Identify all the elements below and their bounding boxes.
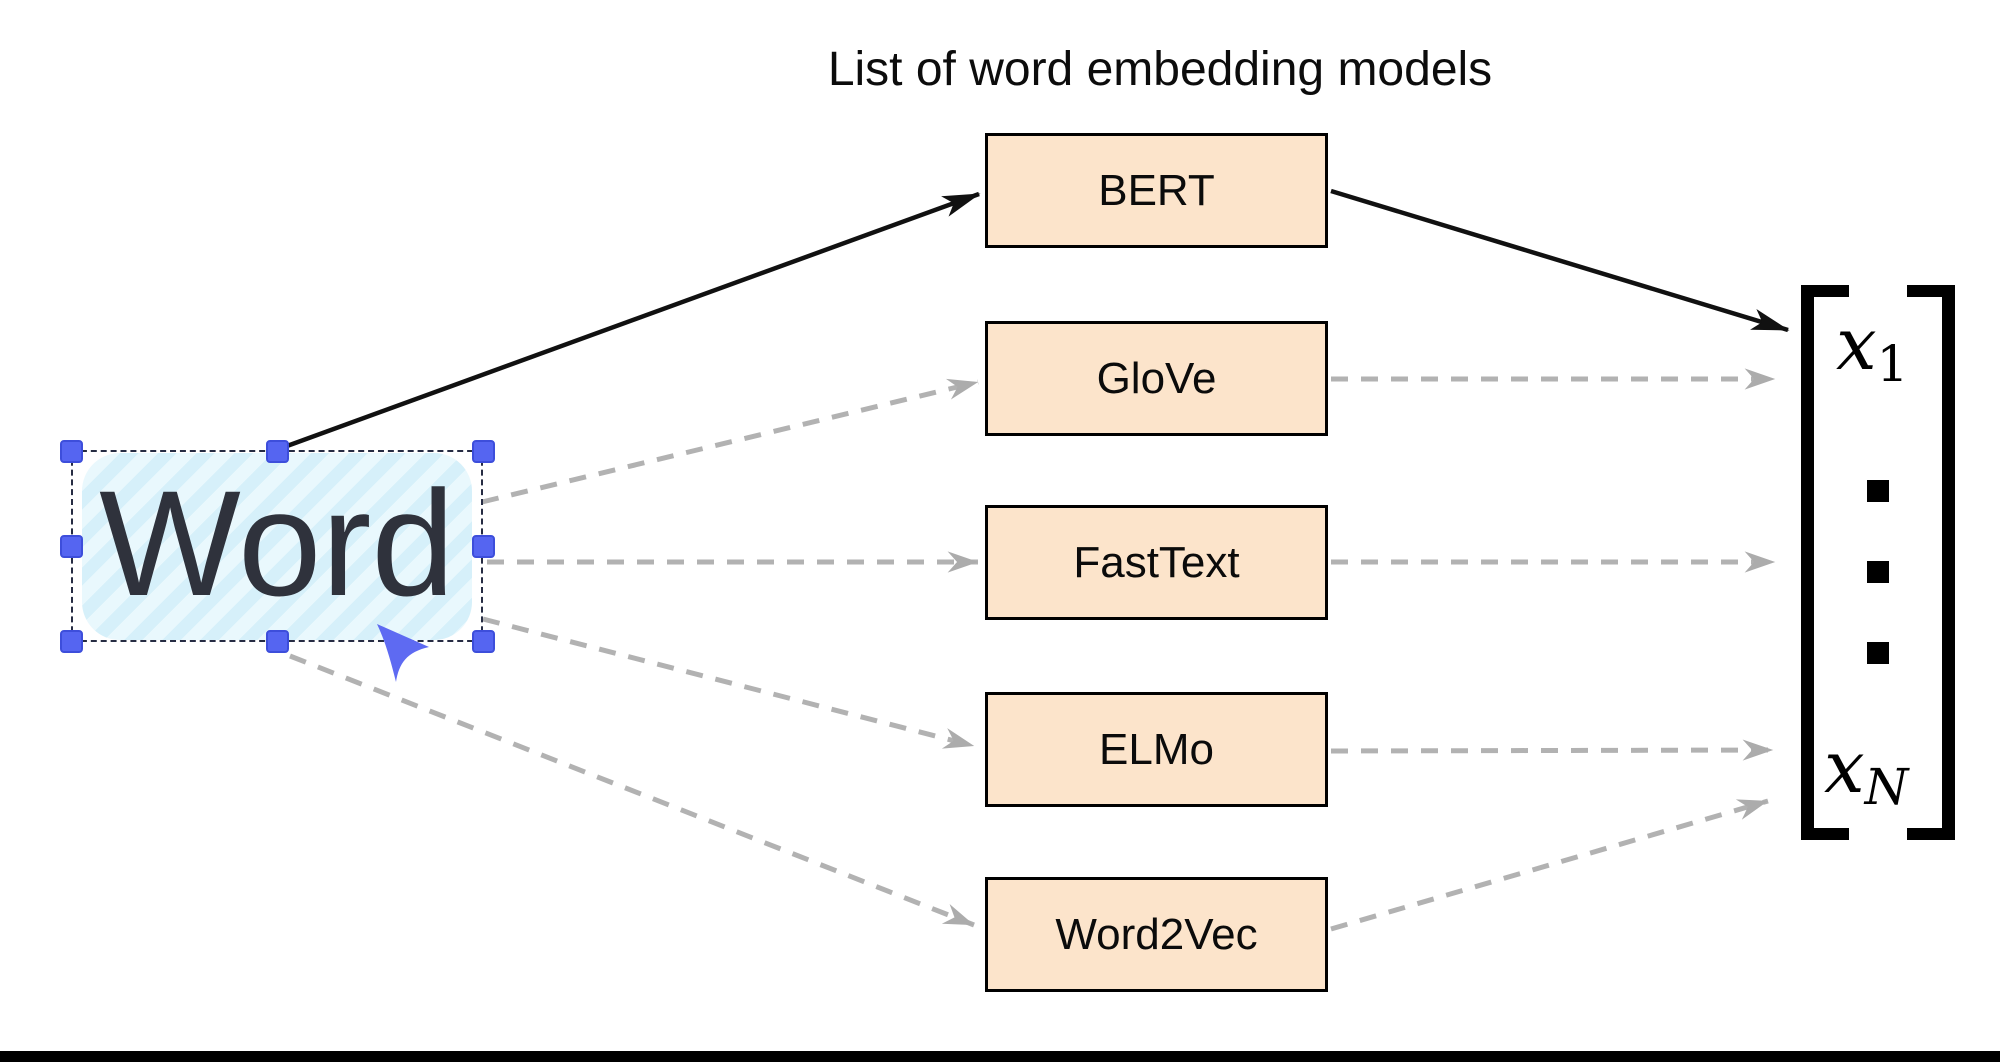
x1-subscript: 1	[1876, 335, 1909, 393]
vector-bracket-right	[1942, 285, 1955, 840]
cursor-icon	[377, 624, 429, 682]
connector-word2vec-to-vector[interactable]	[1330, 798, 1769, 932]
selection-handle-ne[interactable]	[472, 440, 495, 463]
vector-ellipsis-dot	[1867, 561, 1889, 583]
connector-word-to-elmo[interactable]	[482, 616, 975, 749]
selection-handle-sw[interactable]	[60, 630, 83, 653]
model-box-glove[interactable]: GloVe	[985, 321, 1328, 436]
selection-handle-se[interactable]	[472, 630, 495, 653]
selection-handle-n[interactable]	[266, 440, 289, 463]
diagram-title: List of word embedding models	[827, 43, 1493, 96]
connector-word-to-glove[interactable]	[481, 378, 979, 505]
xN-subscript: N	[1864, 758, 1909, 816]
connector-bert-to-vector[interactable]	[1330, 188, 1790, 333]
vector-bracket-right-bottom-foot	[1907, 828, 1955, 840]
bottom-window-edge	[0, 1051, 2000, 1062]
word-node[interactable]: Word	[82, 453, 472, 640]
vector-ellipsis-dot	[1867, 480, 1889, 502]
model-box-word2vec[interactable]: Word2Vec	[985, 877, 1328, 992]
model-box-label: FastText	[1073, 537, 1240, 587]
selection-handle-s[interactable]	[266, 630, 289, 653]
model-box-label: GloVe	[1096, 353, 1217, 403]
connector-word-to-word2vec[interactable]	[289, 653, 975, 928]
word-node-label: Word	[99, 458, 455, 627]
selection-handle-nw[interactable]	[60, 440, 83, 463]
model-box-label: BERT	[1098, 165, 1215, 215]
vector-bracket-right-top-foot	[1907, 285, 1955, 297]
model-box-elmo[interactable]: ELMo	[985, 692, 1328, 807]
vector-ellipsis-dot	[1867, 642, 1889, 664]
vector-entry-xN: xN	[1824, 731, 1908, 812]
selection-handle-e[interactable]	[472, 535, 495, 558]
vector-bracket-left	[1801, 285, 1814, 840]
vector-entry-x1: x1	[1836, 308, 1908, 389]
model-box-bert[interactable]: BERT	[985, 133, 1328, 248]
model-box-label: ELMo	[1099, 724, 1214, 774]
model-box-label: Word2Vec	[1055, 909, 1258, 959]
x1-base: x	[1836, 302, 1877, 386]
vector-bracket-left-bottom-foot	[1801, 828, 1849, 840]
connector-elmo-to-vector[interactable]	[1330, 739, 1774, 761]
vector-bracket-left-top-foot	[1801, 285, 1849, 297]
model-box-fasttext[interactable]: FastText	[985, 505, 1328, 620]
connector-word-to-bert[interactable]	[286, 191, 981, 449]
selection-handle-w[interactable]	[60, 535, 83, 558]
xN-base: x	[1824, 725, 1865, 809]
